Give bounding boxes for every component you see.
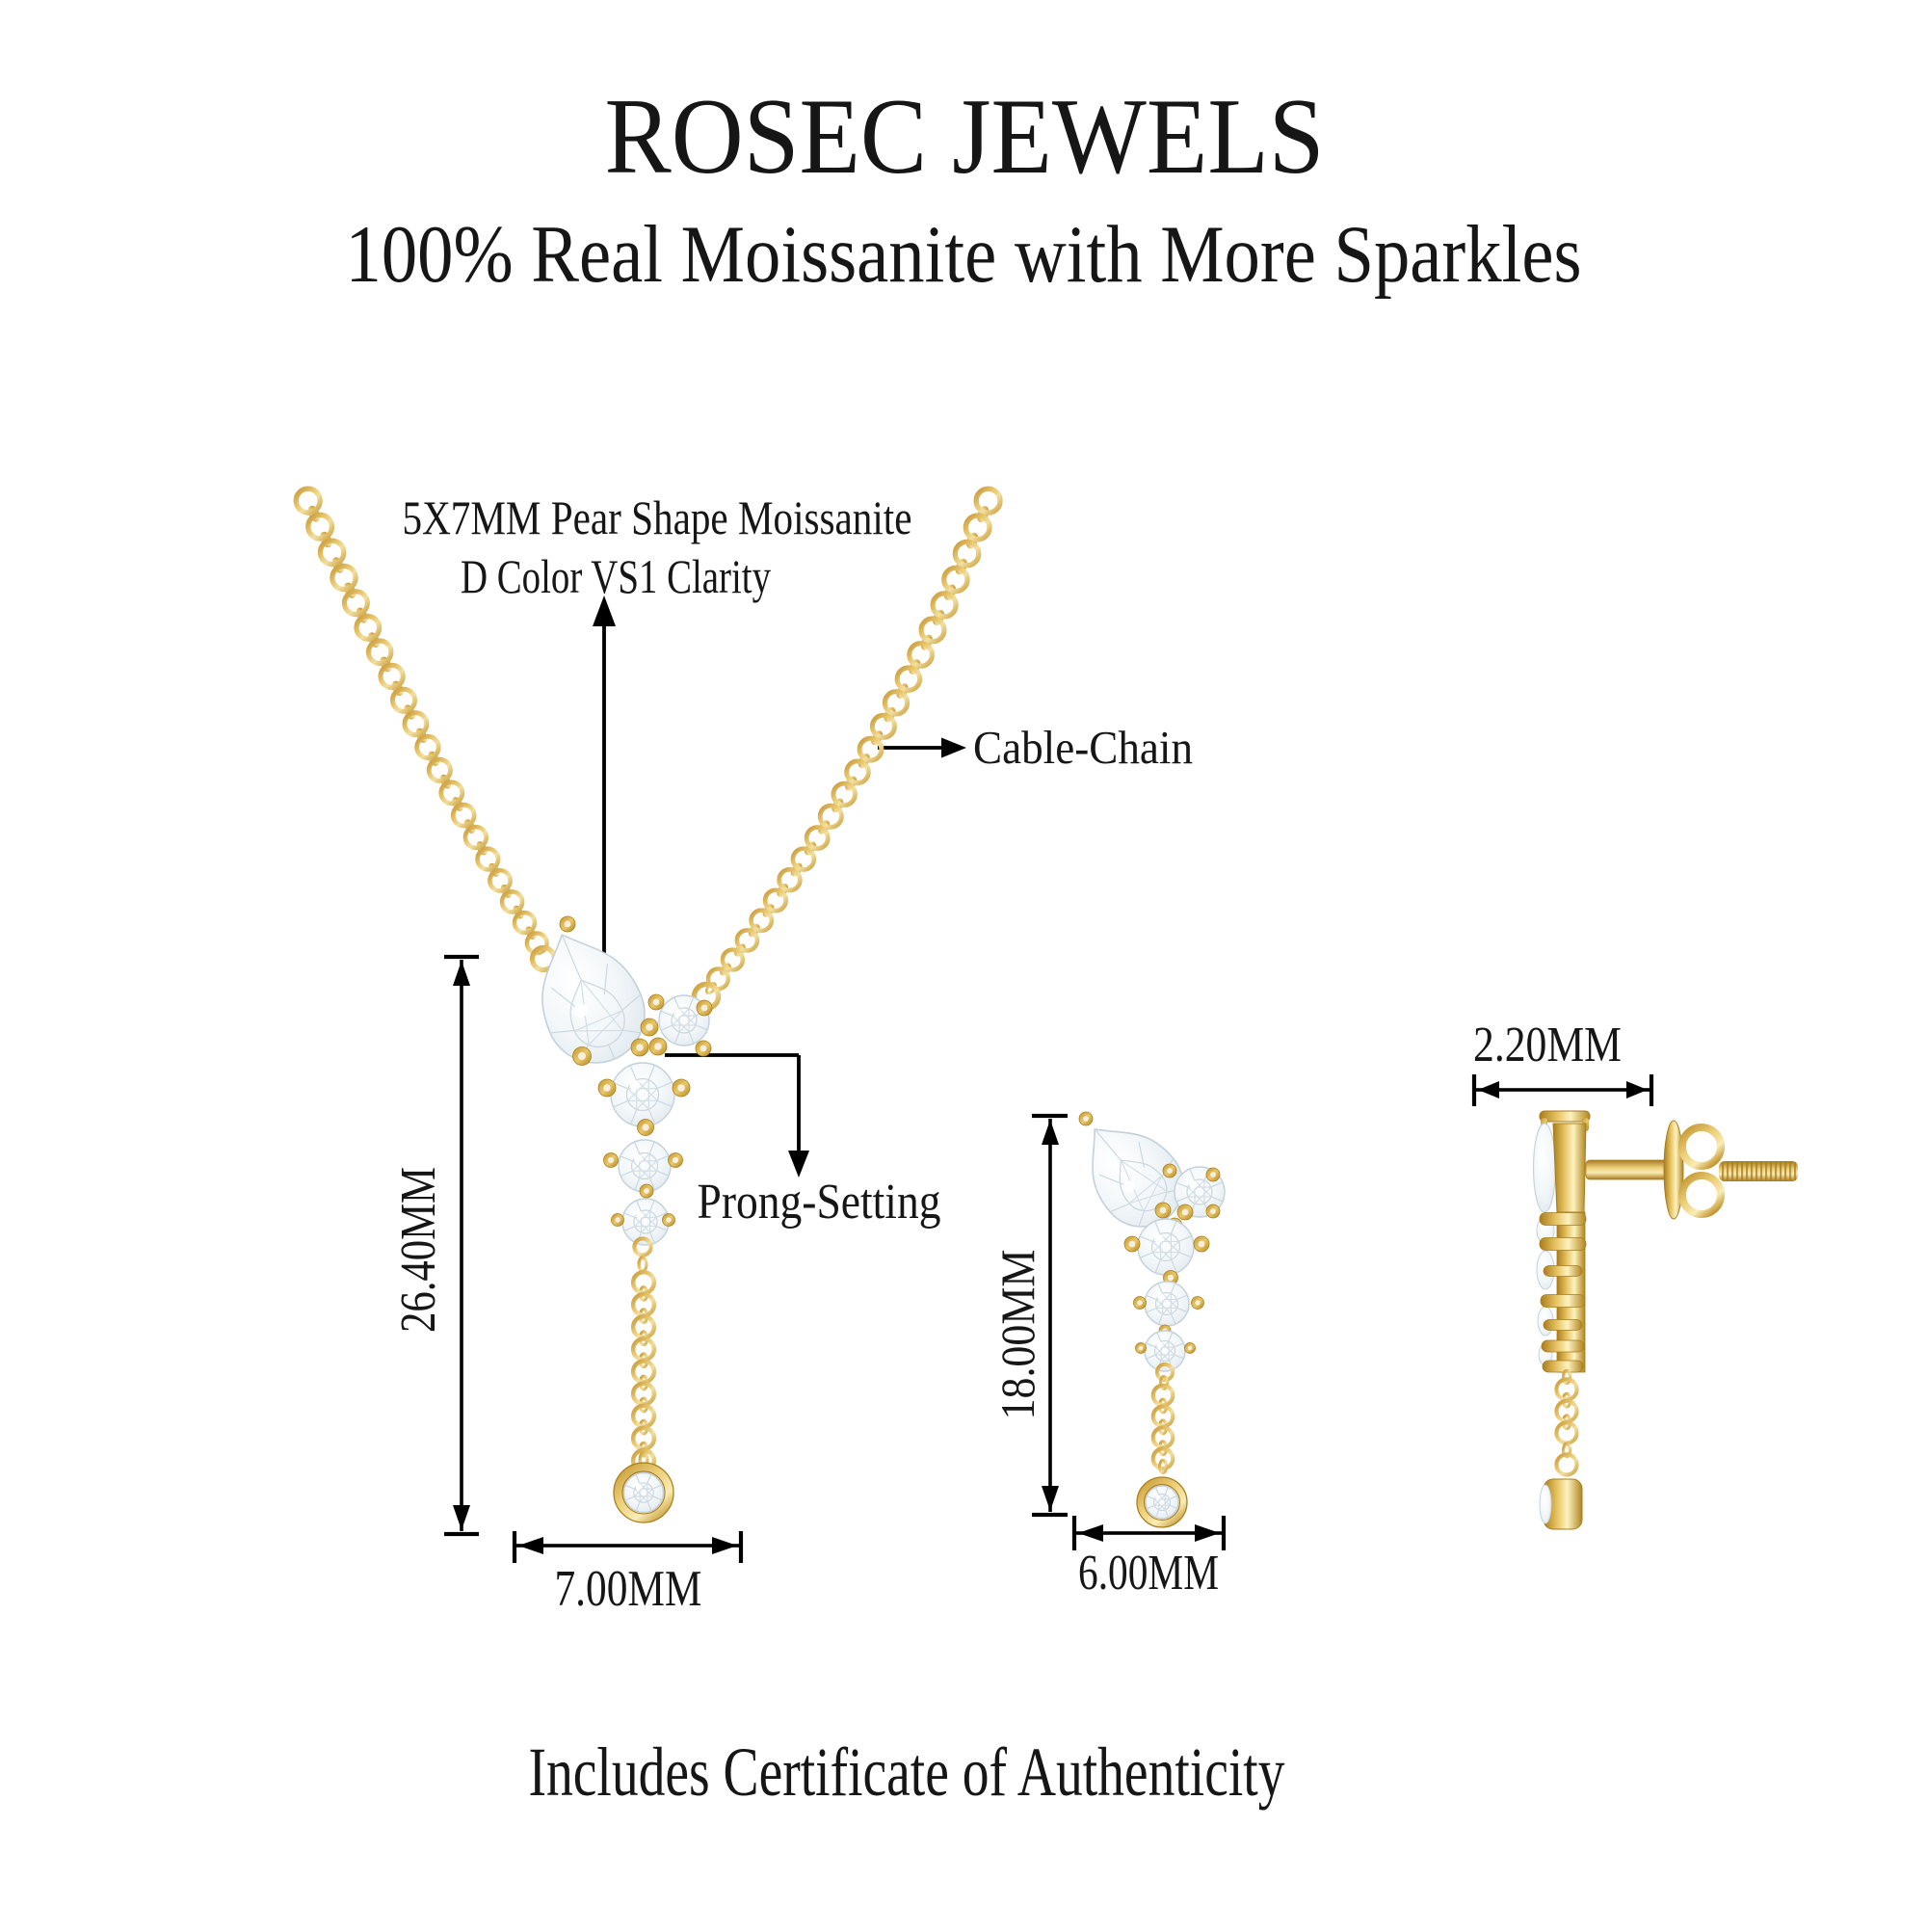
svg-text:18.00MM: 18.00MM xyxy=(990,1250,1044,1420)
svg-text:5X7MM Pear Shape Moissanite: 5X7MM Pear Shape Moissanite xyxy=(403,490,912,544)
svg-text:D Color VS1 Clarity: D Color VS1 Clarity xyxy=(461,549,771,603)
svg-text:ROSEC JEWELS: ROSEC JEWELS xyxy=(605,77,1325,197)
svg-text:6.00MM: 6.00MM xyxy=(1078,1546,1219,1601)
svg-text:Includes Certificate of Authen: Includes Certificate of Authenticity xyxy=(529,1734,1285,1811)
svg-text:26.40MM: 26.40MM xyxy=(391,1167,446,1333)
svg-text:Cable-Chain: Cable-Chain xyxy=(973,721,1193,774)
svg-text:Prong-Setting: Prong-Setting xyxy=(698,1175,941,1230)
svg-text:100% Real Moissanite with More: 100% Real Moissanite with More Sparkles xyxy=(346,209,1582,300)
svg-text:7.00MM: 7.00MM xyxy=(555,1561,702,1617)
svg-text:2.20MM: 2.20MM xyxy=(1473,1018,1622,1072)
